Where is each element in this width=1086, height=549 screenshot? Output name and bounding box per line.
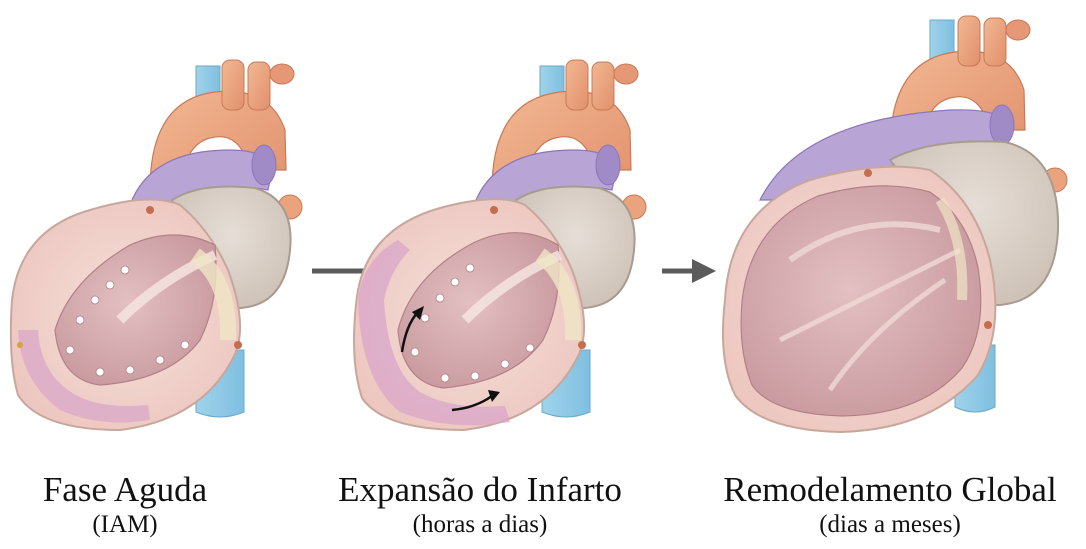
caption-acute-phase: Fase Aguda (IAM) bbox=[5, 470, 245, 540]
heart-infarct-expansion bbox=[354, 60, 646, 430]
progression-arrow-2 bbox=[662, 259, 716, 283]
stage-subtitle: (dias a meses) bbox=[700, 510, 1080, 540]
stage-title: Expansão do Infarto bbox=[300, 470, 660, 510]
caption-global-remodeling: Remodelamento Global (dias a meses) bbox=[700, 470, 1080, 540]
stage-title: Remodelamento Global bbox=[700, 470, 1080, 510]
caption-infarct-expansion: Expansão do Infarto (horas a dias) bbox=[300, 470, 660, 540]
heart-acute-phase bbox=[11, 60, 302, 430]
stage-subtitle: (IAM) bbox=[5, 510, 245, 540]
stage-subtitle: (horas a dias) bbox=[300, 510, 660, 540]
heart-global-remodeling bbox=[723, 16, 1067, 432]
stage-title: Fase Aguda bbox=[5, 470, 245, 510]
